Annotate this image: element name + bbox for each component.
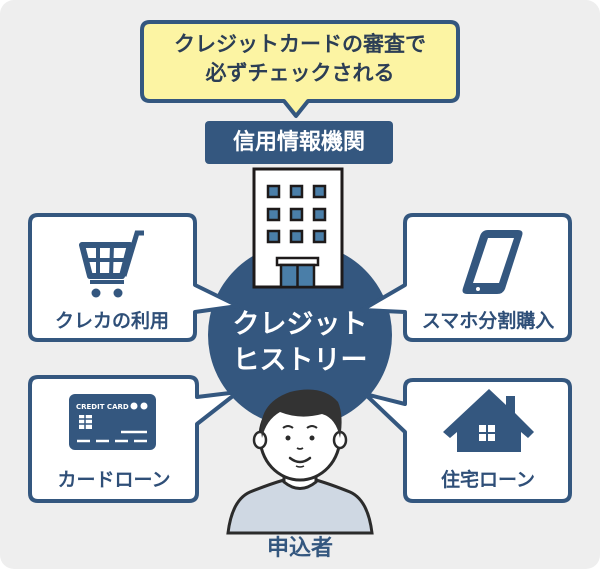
label-card-loan: カードローン <box>57 469 171 491</box>
label-housing-loan: 住宅ローン <box>440 469 536 491</box>
credit-history-line-1: クレジット <box>232 309 368 340</box>
smartphone-icon <box>462 230 523 294</box>
agency-label: 信用情報機関 <box>232 130 365 155</box>
applicant-label: 申込者 <box>266 536 333 561</box>
credit-card-icon: CREDIT CARD <box>69 394 156 450</box>
person-icon <box>226 389 374 535</box>
credit-history-line-2: ヒストリー <box>232 345 368 376</box>
svg-text:CREDIT CARD: CREDIT CARD <box>76 403 129 411</box>
callout-bubble <box>140 20 460 118</box>
credit-history-circle <box>208 243 392 427</box>
callout-line-1: クレジットカードの審査で <box>174 32 426 56</box>
shopping-cart-icon <box>79 230 144 298</box>
house-icon <box>443 389 534 452</box>
credit-history-label: クレジット ヒストリー <box>210 307 390 379</box>
label-smartphone-installment: スマホ分割購入 <box>421 310 555 332</box>
callout-text: クレジットカードの審査で 必ずチェックされる <box>142 30 458 88</box>
label-card-usage: クレカの利用 <box>54 310 169 332</box>
agency-label-bg <box>205 121 393 164</box>
callout-line-2: 必ずチェックされる <box>205 61 395 85</box>
office-building-icon <box>252 167 344 289</box>
